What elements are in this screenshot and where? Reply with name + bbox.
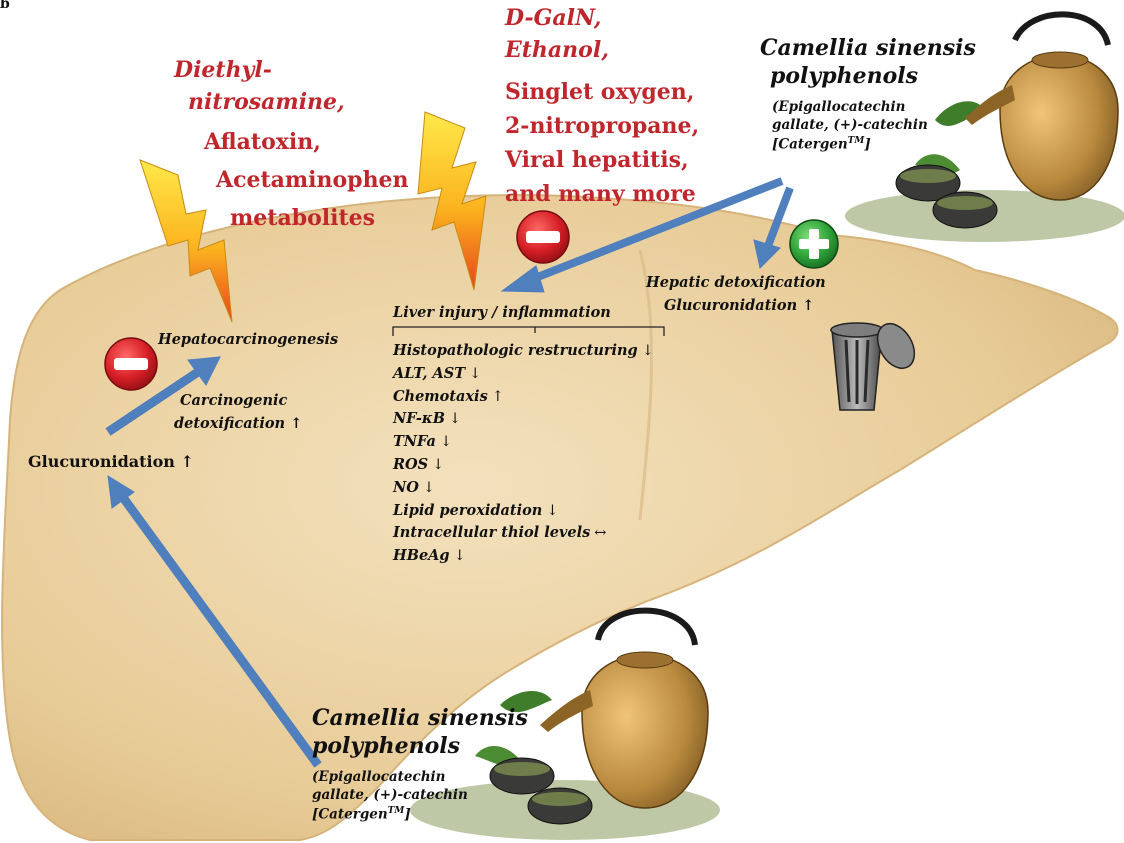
tea-bottom-title-line2: polyphenols bbox=[312, 734, 460, 759]
panel-letter: b bbox=[0, 0, 10, 12]
glucuronidation-label: Glucuronidation ↑ bbox=[28, 453, 194, 471]
hepatic-detox-label: Hepatic detoxification bbox=[646, 275, 826, 292]
injury-effects-list: Histopathologic restructuring↓ ALT, AST↓… bbox=[393, 340, 654, 568]
toxin-singlet-oxygen: Singlet oxygen, bbox=[505, 80, 694, 105]
inhibit-circle-middle bbox=[517, 211, 569, 263]
toxin-diethyl-line2: nitrosamine, bbox=[188, 90, 345, 115]
effect-item: Histopathologic restructuring↓ bbox=[393, 340, 654, 363]
hepatic-glucuronidation-label: Glucuronidation ↑ bbox=[664, 298, 814, 315]
effect-item: NO↓ bbox=[393, 477, 654, 500]
tea-bottom-sub-line3: [CatergenTM] bbox=[312, 806, 411, 823]
effect-item: TNFa↓ bbox=[393, 431, 654, 454]
liver-injury-title: Liver injury / inflammation bbox=[393, 305, 611, 322]
toxin-nitropropane: 2-nitropropane, bbox=[505, 114, 699, 139]
tea-top-sub-line1: (Epigallocatechin bbox=[772, 100, 905, 116]
tea-top-sub-line2: gallate, (+)-catechin bbox=[772, 118, 928, 134]
effect-item: Lipid peroxidation↓ bbox=[393, 500, 654, 523]
promote-circle bbox=[790, 220, 838, 268]
tea-top-sub-line3: [CatergenTM] bbox=[772, 136, 871, 153]
tea-bottom-sub-line1: (Epigallocatechin bbox=[312, 770, 445, 786]
effect-item: HBeAg↓ bbox=[393, 545, 654, 568]
toxin-diethyl-line1: Diethyl- bbox=[174, 58, 272, 83]
toxin-acetaminophen: Acetaminophen bbox=[216, 168, 409, 193]
effect-item: ROS↓ bbox=[393, 454, 654, 477]
tea-bottom-sub-line2: gallate, (+)-catechin bbox=[312, 788, 468, 804]
toxin-aflatoxin: Aflatoxin, bbox=[204, 130, 321, 155]
tea-top-title-line1: Camellia sinensis bbox=[760, 36, 976, 61]
tea-bottom-title-line1: Camellia sinensis bbox=[312, 706, 528, 731]
hepatocarcinogenesis-label: Hepatocarcinogenesis bbox=[158, 332, 338, 349]
effect-item: ALT, AST↓ bbox=[393, 363, 654, 386]
tea-top-title-line2: polyphenols bbox=[770, 64, 918, 89]
toxin-metabolites: metabolites bbox=[230, 206, 375, 231]
toxin-dgaln: D-GalN, bbox=[505, 6, 601, 31]
effect-item: NF-κB↓ bbox=[393, 408, 654, 431]
toxin-ethanol: Ethanol, bbox=[505, 38, 609, 63]
inhibit-circle-left bbox=[105, 338, 157, 390]
carcinogenic-detox-line1: Carcinogenic bbox=[180, 393, 287, 410]
effect-item: Chemotaxis↑ bbox=[393, 386, 654, 409]
toxin-many-more: and many more bbox=[505, 182, 696, 207]
effect-item: Intracellular thiol levels↔ bbox=[393, 522, 654, 545]
carcinogenic-detox-line2: detoxification ↑ bbox=[174, 416, 302, 433]
toxin-viral-hepatitis: Viral hepatitis, bbox=[505, 148, 689, 173]
